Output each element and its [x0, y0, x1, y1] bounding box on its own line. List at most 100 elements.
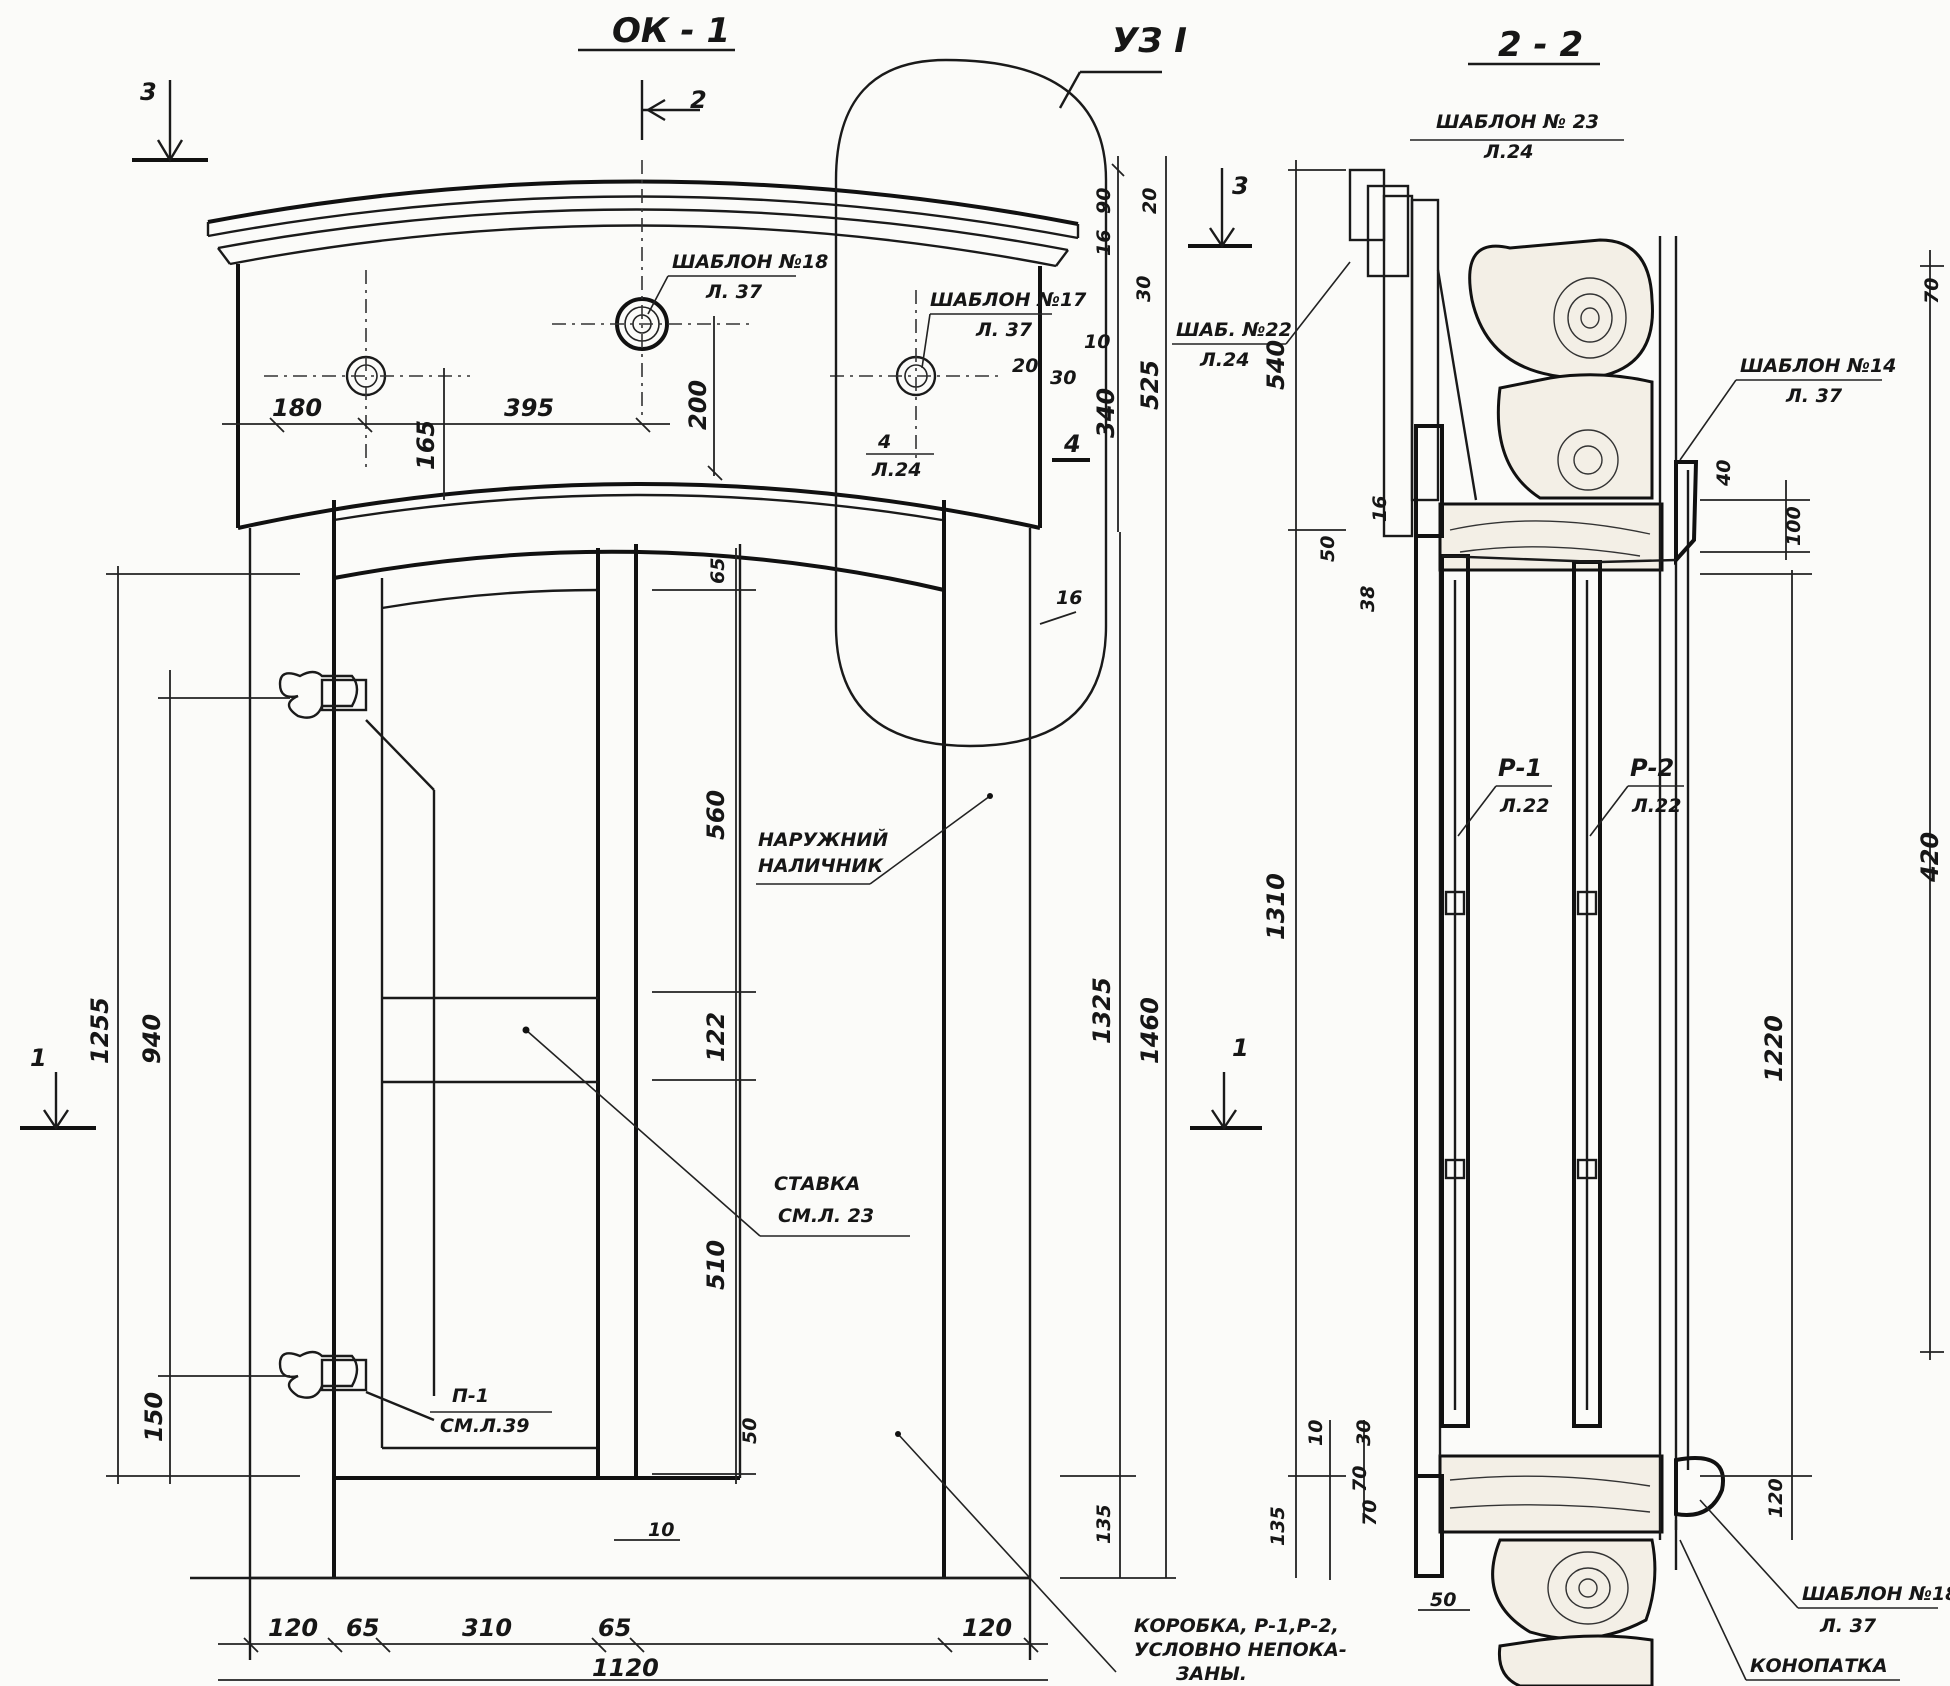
log-upper-2	[1496, 373, 1654, 500]
dim-135: 135	[1093, 1504, 1115, 1544]
section-mark-2-top: 2	[640, 80, 707, 140]
outer-trim-line2: НАЛИЧНИК	[758, 855, 884, 877]
node-label-text: УЗ I	[1112, 21, 1187, 61]
callout-ref-4: 4 Л.24	[866, 431, 934, 481]
dim-65: 65	[707, 558, 729, 584]
dim-head-horizontal: 180 395 165 200	[222, 316, 723, 500]
dim-1220: 1220	[1760, 1015, 1788, 1082]
template-23-label: ШАБЛОН № 23	[1436, 111, 1599, 133]
dim-10b: 10	[648, 1519, 674, 1541]
dim-20b: 20	[1012, 355, 1038, 377]
dim-340: 340	[1092, 388, 1120, 438]
dim-540: 540	[1262, 340, 1290, 390]
callout-hinge: П-1 СМ.Л.39	[430, 1385, 552, 1437]
template-18-sheet: Л. 37	[705, 281, 763, 303]
callout-template-22: ШАБ. №22 Л.24	[1172, 261, 1351, 371]
dim-16b: 16	[1056, 587, 1082, 609]
dim-30a: 30	[1133, 276, 1155, 302]
mark-3-top-label: 3	[140, 78, 157, 106]
dim-1120: 1120	[592, 1654, 659, 1682]
r2-sheet: Л.22	[1631, 795, 1681, 817]
title-section-text: 2 - 2	[1498, 25, 1583, 65]
mark-1-left-label: 1	[30, 1044, 47, 1072]
callout-template-23: ШАБЛОН № 23 Л.24	[1410, 111, 1624, 163]
dim-135b: 135	[1267, 1506, 1289, 1546]
callout-template-18: ШАБЛОН №18 Л. 37	[647, 251, 828, 315]
template-14-label: ШАБЛОН №14	[1740, 355, 1896, 377]
callout-caulk: КОНОПАТКА	[1679, 1539, 1900, 1681]
template-14-sheet: Л. 37	[1785, 385, 1843, 407]
dim-50b: 50	[1317, 536, 1339, 562]
template-17-sheet: Л. 37	[975, 319, 1033, 341]
dim-section-right: 40 100 1220 120	[1700, 460, 1812, 1540]
sill-log	[1438, 1454, 1664, 1534]
template-22-label: ШАБ. №22	[1176, 319, 1292, 341]
dim-38: 38	[1357, 586, 1379, 612]
head-rosettes	[264, 160, 1000, 470]
dim-left-vertical: 1255 940 150	[86, 566, 300, 1484]
section-mark-1-left: 1	[20, 1044, 96, 1131]
dim-16: 16	[1093, 230, 1115, 256]
outer-casing	[190, 500, 1032, 1660]
dim-165: 165	[412, 420, 440, 470]
dim-head-vertical: 90 20 16 30 10 20 30 340 525 16	[1012, 156, 1167, 1578]
dim-1255: 1255	[86, 997, 114, 1064]
mark-2-top-label: 2	[690, 86, 707, 114]
dim-50: 50	[739, 1418, 761, 1444]
section-mark-3-top: 3	[132, 78, 208, 163]
head-board	[236, 264, 1042, 530]
template-23-sheet: Л.24	[1483, 141, 1533, 163]
dim-window-vertical: 65 560 122 510 50	[652, 548, 761, 1484]
dim-1460: 1460	[1136, 997, 1164, 1064]
mark-3-right-label: 3	[1232, 172, 1249, 200]
section-mark-1-center: 1	[1190, 1034, 1262, 1131]
title-ok1: ОК - 1	[578, 11, 735, 52]
callout-sash: СТАВКА СМ.Л. 23	[522, 1026, 910, 1237]
sash-line1: СТАВКА	[774, 1173, 860, 1195]
sash-line2: СМ.Л. 23	[778, 1205, 874, 1227]
node-detail-outline	[834, 58, 1108, 748]
dim-65b: 65	[598, 1614, 631, 1642]
frame-note-line2: УСЛОВНО НЕПОКА-	[1134, 1639, 1347, 1661]
dim-395: 395	[504, 394, 554, 422]
callout-outer-trim: НАРУЖНИЙ НАЛИЧНИК	[756, 793, 993, 885]
callout-frame-note: КОРОБКА, Р-1,Р-2, УСЛОВНО НЕПОКА- ЗАНЫ.	[895, 1431, 1347, 1685]
dim-940: 940	[138, 1014, 166, 1064]
template-18-label: ШАБЛОН №18	[672, 251, 828, 273]
frame-note-line3: ЗАНЫ.	[1175, 1663, 1247, 1685]
window-frame	[332, 544, 945, 1480]
section-wall-logs	[1438, 238, 1664, 1686]
r2-label: Р-2	[1630, 754, 1674, 782]
title-ok1-text: ОК - 1	[612, 11, 730, 51]
dim-30c: 30	[1353, 1420, 1375, 1446]
dim-510: 510	[702, 1240, 730, 1290]
dim-310: 310	[462, 1614, 512, 1642]
callout-r2: Р-2 Л.22	[1589, 754, 1684, 837]
dim-525: 525	[1136, 360, 1164, 410]
dim-200: 200	[684, 380, 712, 430]
dim-70b: 70	[1359, 1500, 1381, 1526]
template-17-label: ШАБЛОН №17	[930, 289, 1087, 311]
dim-120b: 120	[962, 1614, 1012, 1642]
section-mark-4: 4	[1052, 430, 1090, 462]
dim-10a: 10	[1084, 331, 1110, 353]
dim-560: 560	[702, 790, 730, 840]
r1-label: Р-1	[1498, 754, 1542, 782]
callout-template-17: ШАБЛОН №17 Л. 37	[921, 289, 1087, 369]
section-frame	[1348, 168, 1725, 1578]
dim-1310: 1310	[1262, 873, 1290, 940]
dim-90: 90	[1093, 188, 1115, 214]
template-22-sheet: Л.24	[1199, 349, 1249, 371]
dim-far-right: 70 420	[1916, 250, 1944, 1360]
dim-20: 20	[1139, 188, 1161, 214]
r1-sheet: Л.22	[1499, 795, 1549, 817]
dim-120c: 120	[1765, 1478, 1787, 1518]
ref-4-num: 4	[877, 431, 891, 453]
mark-1-center-label: 1	[1232, 1034, 1249, 1062]
template-18b-sheet: Л. 37	[1819, 1615, 1877, 1637]
dim-10c: 10	[1305, 1420, 1327, 1446]
mark-4-label: 4	[1063, 430, 1081, 458]
dim-70c: 70	[1921, 278, 1943, 304]
callout-template-18-section: ШАБЛОН №18 Л. 37	[1699, 1499, 1950, 1637]
